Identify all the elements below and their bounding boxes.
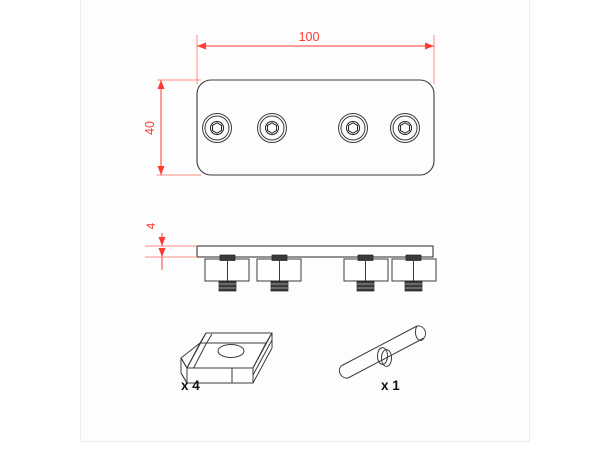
slot-nut-isometric [180, 332, 273, 384]
counterbore-hole-1 [202, 113, 232, 143]
quantity-label-slot-nut: x 4 [181, 378, 200, 393]
dimension-thickness-4: 4 [145, 222, 197, 270]
drawing-panel [80, 0, 530, 442]
dimension-length-text: 100 [299, 30, 320, 44]
counterbore-hole-4 [390, 113, 420, 143]
top-view [196, 79, 435, 176]
side-view [196, 245, 437, 292]
slot-nut-assembly-2 [256, 254, 302, 292]
slot-nut-assembly-3 [343, 254, 389, 292]
quantity-label-pin: x 1 [381, 378, 400, 393]
counterbore-hole-3 [338, 113, 368, 143]
dimension-length-100: 100 [196, 30, 435, 84]
slot-nut-assembly-4 [391, 254, 437, 292]
pin-isometric [338, 325, 427, 379]
counterbore-hole-2 [257, 113, 287, 143]
plate-outline-top [196, 79, 435, 176]
dimension-thickness-text: 4 [146, 222, 158, 229]
slot-nut-assembly-1 [204, 254, 250, 292]
plate-outline-side [196, 245, 434, 258]
dimension-width-40: 40 [143, 79, 201, 176]
dimension-width-text: 40 [143, 121, 157, 135]
